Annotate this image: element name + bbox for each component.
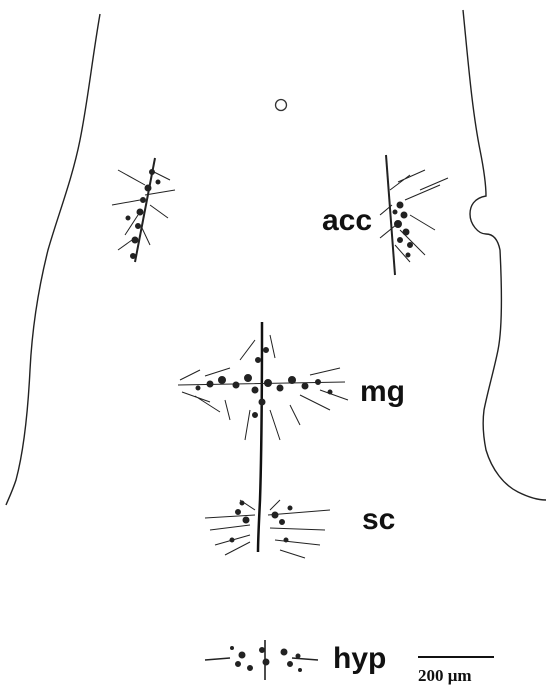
label-mg: mg	[360, 377, 405, 407]
sc-cell-cluster	[205, 500, 330, 558]
right-acc-cell-cluster	[380, 155, 448, 275]
label-acc: acc	[322, 206, 372, 236]
scale-bar	[418, 656, 494, 658]
left-section-outline	[6, 14, 100, 505]
right-section-outline	[463, 10, 546, 500]
left-acc-cell-cluster	[112, 158, 175, 262]
scale-bar-label: 200 μm	[418, 666, 472, 686]
label-sc: sc	[362, 505, 395, 535]
label-hyp: hyp	[333, 644, 386, 674]
central-canal-circle	[276, 100, 287, 111]
midline-process	[258, 322, 262, 552]
hyp-cell-cluster	[205, 640, 318, 680]
